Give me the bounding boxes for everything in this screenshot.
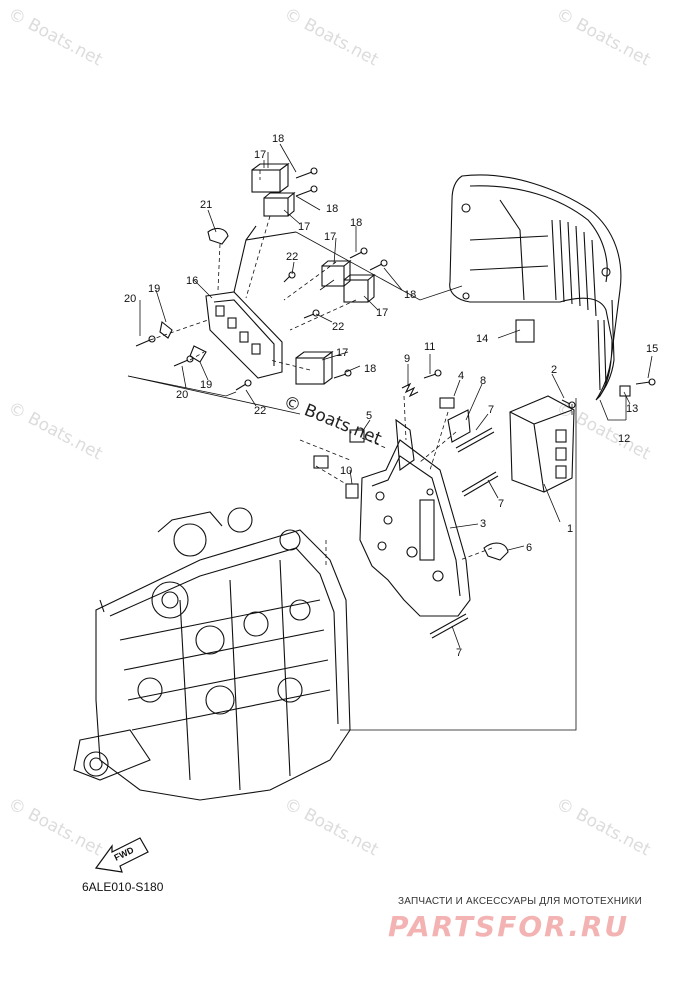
clip (159, 321, 173, 339)
callout-20: 20 (176, 389, 188, 401)
relay (263, 191, 296, 217)
callout-14: 14 (476, 333, 488, 345)
diagram-code: 6ALE010-S180 (82, 880, 164, 894)
callout-17: 17 (324, 231, 336, 243)
screw (135, 335, 156, 347)
callout-3: 3 (480, 518, 486, 530)
relay (251, 162, 290, 193)
callout-numbers: 1 2 3 4 5 6 7 7 7 8 9 10 11 12 13 14 15 … (124, 133, 658, 659)
callout-7: 7 (498, 498, 504, 510)
callout-19: 19 (148, 283, 160, 295)
callout-leaders (139, 143, 653, 649)
callout-10: 10 (340, 465, 352, 477)
callout-22: 22 (286, 251, 298, 263)
screw (235, 379, 252, 391)
leader-lines (127, 152, 627, 731)
relay (321, 259, 352, 287)
cdi-unit (509, 395, 575, 493)
bolt (455, 427, 495, 453)
spring (401, 382, 419, 398)
callout-2: 2 (551, 364, 557, 376)
callout-1: 1 (567, 523, 573, 535)
holder (349, 429, 365, 443)
callout-11: 11 (424, 341, 435, 353)
brand-logo-text[interactable]: PARTSFOR.RU (388, 910, 630, 943)
screw (635, 378, 656, 386)
screw (423, 369, 442, 379)
electrical-bracket-plate (359, 418, 471, 617)
callout-7: 7 (488, 404, 494, 416)
holder (313, 455, 329, 469)
fwd-arrow: FWD (94, 837, 149, 873)
screw (173, 355, 194, 367)
relay-bracket (205, 225, 297, 379)
screw (333, 369, 352, 379)
callout-4: 4 (458, 370, 464, 382)
callout-18: 18 (272, 133, 284, 145)
callout-16: 16 (186, 275, 198, 287)
callout-17: 17 (376, 307, 388, 319)
electrical-cover (449, 174, 622, 401)
callout-18: 18 (404, 289, 416, 301)
callout-5: 5 (366, 410, 372, 422)
callout-21: 21 (200, 199, 212, 211)
screw (349, 247, 368, 259)
callout-17: 17 (336, 347, 348, 359)
screw (369, 259, 388, 271)
callout-19: 19 (200, 379, 212, 391)
callout-22: 22 (254, 405, 266, 417)
grommet (619, 385, 631, 397)
collar (345, 483, 359, 499)
callout-13: 13 (626, 403, 638, 415)
callout-18: 18 (326, 203, 338, 215)
callout-15: 15 (646, 343, 658, 355)
leader-lines-dashed (149, 170, 573, 568)
relay (295, 350, 334, 385)
callout-8: 8 (480, 375, 486, 387)
holder (447, 409, 471, 443)
callout-9: 9 (404, 353, 410, 365)
callout-12: 12 (618, 433, 630, 445)
screw (295, 185, 318, 197)
callout-17: 17 (298, 221, 310, 233)
callout-18: 18 (350, 217, 362, 229)
screw (295, 167, 318, 179)
callout-17: 17 (254, 149, 266, 161)
callout-20: 20 (124, 293, 136, 305)
clamp (483, 542, 509, 561)
holder (439, 397, 455, 409)
callout-22: 22 (332, 321, 344, 333)
callout-7: 7 (456, 647, 462, 659)
relay (343, 273, 376, 303)
bolt (461, 471, 499, 497)
footer-tagline: ЗАПЧАСТИ И АКСЕССУАРЫ ДЛЯ МОТОТЕХНИКИ (398, 896, 643, 907)
callout-6: 6 (526, 542, 532, 554)
callout-18: 18 (364, 363, 376, 375)
clip (207, 227, 229, 245)
bolt (429, 613, 469, 639)
screw (303, 309, 320, 319)
screw (283, 271, 296, 283)
engine-block (73, 507, 351, 801)
